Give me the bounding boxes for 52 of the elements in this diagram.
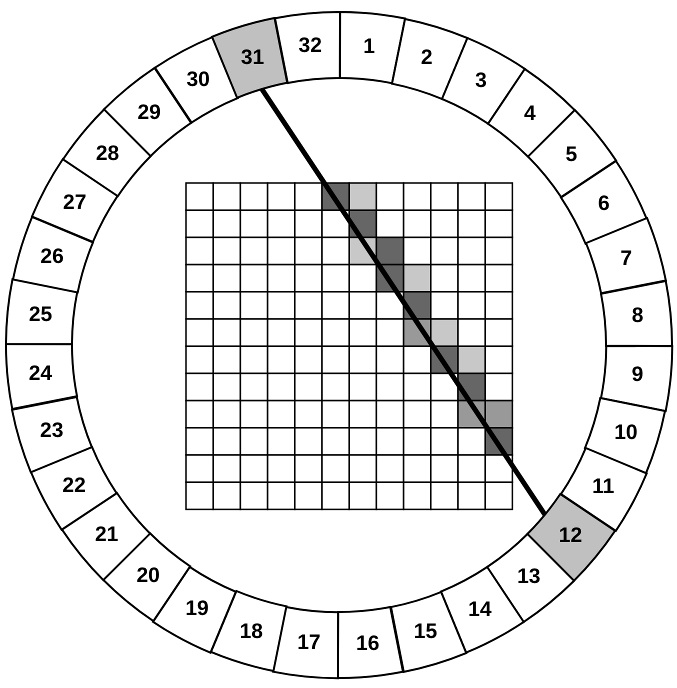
segment-number: 16 bbox=[356, 632, 380, 655]
detector-segment bbox=[585, 398, 666, 474]
segment-number: 4 bbox=[524, 102, 536, 124]
detector-segment bbox=[392, 18, 468, 99]
detector-segment bbox=[338, 606, 404, 678]
segment-number: 9 bbox=[632, 364, 644, 386]
detector-segment bbox=[442, 38, 525, 124]
detector-segment bbox=[6, 279, 78, 344]
segment-number: 32 bbox=[298, 35, 322, 58]
segment-number: 27 bbox=[63, 192, 86, 214]
segment-number: 10 bbox=[614, 422, 638, 444]
segment-number: 12 bbox=[558, 524, 582, 547]
segment-number: 28 bbox=[96, 143, 120, 166]
segment-number: 15 bbox=[414, 621, 438, 644]
detector-segment bbox=[32, 159, 118, 242]
segment-number: 14 bbox=[468, 598, 492, 621]
segment-number: 3 bbox=[475, 70, 487, 92]
segment-number: 24 bbox=[28, 362, 52, 385]
segment-number: 21 bbox=[94, 524, 118, 546]
segment-number: 7 bbox=[620, 248, 632, 270]
segment-number: 13 bbox=[517, 566, 540, 588]
detector-segment bbox=[600, 280, 672, 346]
detector-segment bbox=[600, 346, 672, 411]
segment-number: 23 bbox=[40, 420, 64, 442]
detector-segment bbox=[212, 18, 288, 98]
segment-number: 11 bbox=[592, 476, 614, 498]
detector-segment bbox=[561, 160, 647, 244]
detector-segment bbox=[12, 216, 93, 292]
segment-number: 6 bbox=[598, 193, 610, 216]
detector-segment bbox=[6, 344, 78, 410]
segment-number: 30 bbox=[186, 69, 210, 92]
segment-number: 20 bbox=[136, 565, 160, 588]
segment-number: 2 bbox=[420, 47, 433, 70]
segment-number: 8 bbox=[632, 305, 644, 328]
detector-segment bbox=[340, 12, 405, 84]
segment-number: 19 bbox=[185, 598, 209, 620]
segment-number: 18 bbox=[240, 620, 263, 643]
detector-segment bbox=[210, 591, 286, 672]
segment-number: 1 bbox=[363, 36, 375, 58]
segment-number: 25 bbox=[28, 304, 52, 326]
detector-segment bbox=[586, 218, 666, 294]
segment-number: 17 bbox=[297, 632, 321, 654]
detector-segment bbox=[12, 396, 92, 472]
detector-segment bbox=[390, 592, 466, 672]
segment-number: 26 bbox=[40, 246, 64, 268]
segment-number: 22 bbox=[62, 474, 86, 497]
ray-line bbox=[260, 88, 548, 516]
segment-number: 5 bbox=[565, 144, 578, 166]
detector-segment bbox=[273, 606, 338, 678]
segment-number: 31 bbox=[240, 46, 264, 69]
detector-segment bbox=[274, 12, 340, 84]
segment-number: 29 bbox=[138, 102, 161, 124]
